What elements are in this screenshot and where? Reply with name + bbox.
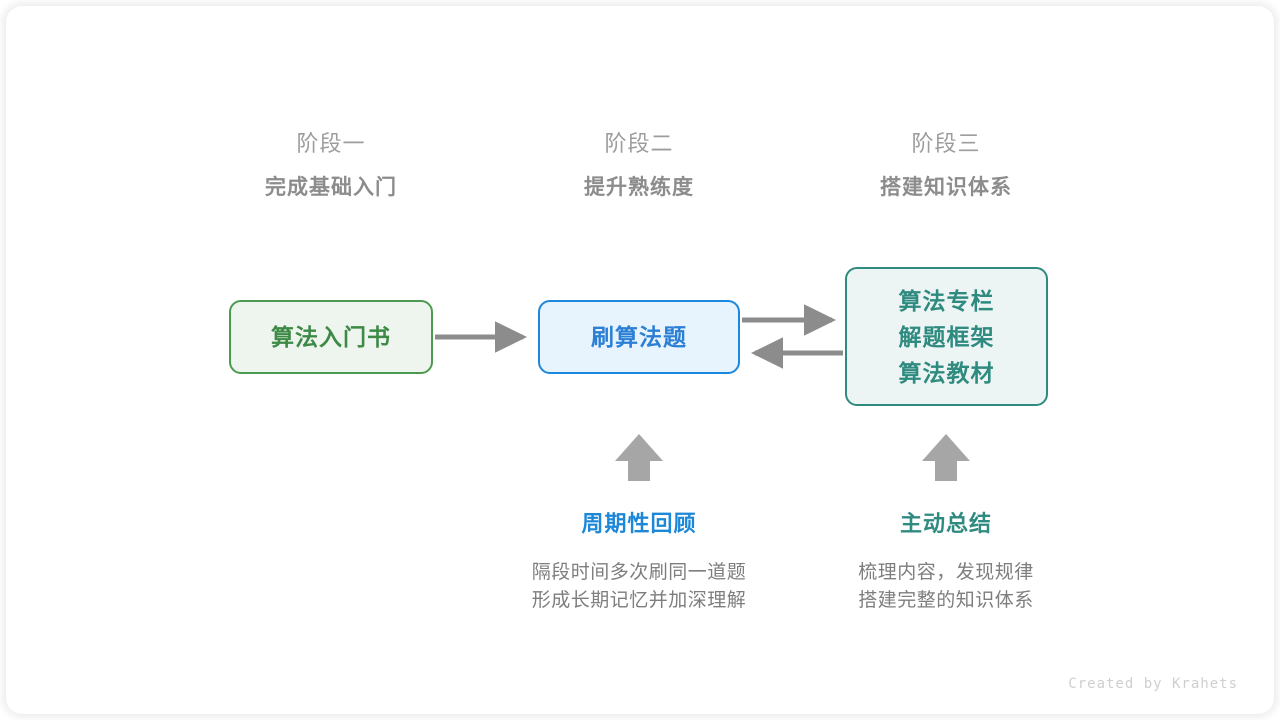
note-periodic-review: 周期性回顾 隔段时间多次刷同一道题 形成长期记忆并加深理解 — [489, 509, 789, 615]
note-periodic-review-title: 周期性回顾 — [581, 511, 697, 536]
stage-1-goal: 完成基础入门 — [265, 176, 397, 199]
stage-header-3: 阶段三 搭建知识体系 — [816, 129, 1076, 203]
stage-3-goal: 搭建知识体系 — [880, 176, 1012, 199]
node-algorithm-book[interactable]: 算法入门书 — [229, 300, 433, 374]
node-resource-line-2: 解题框架 — [898, 323, 995, 350]
node-learning-resources[interactable]: 算法专栏 解题框架 算法教材 — [845, 267, 1048, 406]
stage-1-name: 阶段一 — [296, 131, 366, 156]
note-active-summary: 主动总结 梳理内容，发现规律 搭建完整的知识体系 — [796, 509, 1096, 615]
node-practice-problems-label: 刷算法题 — [591, 324, 687, 350]
stage-header-2: 阶段二 提升熟练度 — [509, 129, 769, 203]
note-periodic-review-desc-1: 隔段时间多次刷同一道题 — [531, 562, 747, 583]
note-periodic-review-desc-2: 形成长期记忆并加深理解 — [531, 590, 747, 611]
stage-2-name: 阶段二 — [604, 131, 674, 156]
note-active-summary-desc-1: 梳理内容，发现规律 — [858, 562, 1034, 583]
stage-2-goal: 提升熟练度 — [584, 176, 694, 199]
node-practice-problems[interactable]: 刷算法题 — [538, 300, 740, 374]
node-resource-line-1: 算法专栏 — [898, 287, 995, 314]
stage-header-1: 阶段一 完成基础入门 — [201, 129, 461, 203]
credit-text: Created by Krahets — [1068, 676, 1238, 692]
note-active-summary-title: 主动总结 — [899, 511, 992, 536]
note-active-summary-desc-2: 搭建完整的知识体系 — [858, 590, 1034, 611]
stage-3-name: 阶段三 — [911, 131, 981, 156]
node-algorithm-book-label: 算法入门书 — [271, 324, 391, 350]
node-resource-line-3: 算法教材 — [898, 359, 995, 386]
